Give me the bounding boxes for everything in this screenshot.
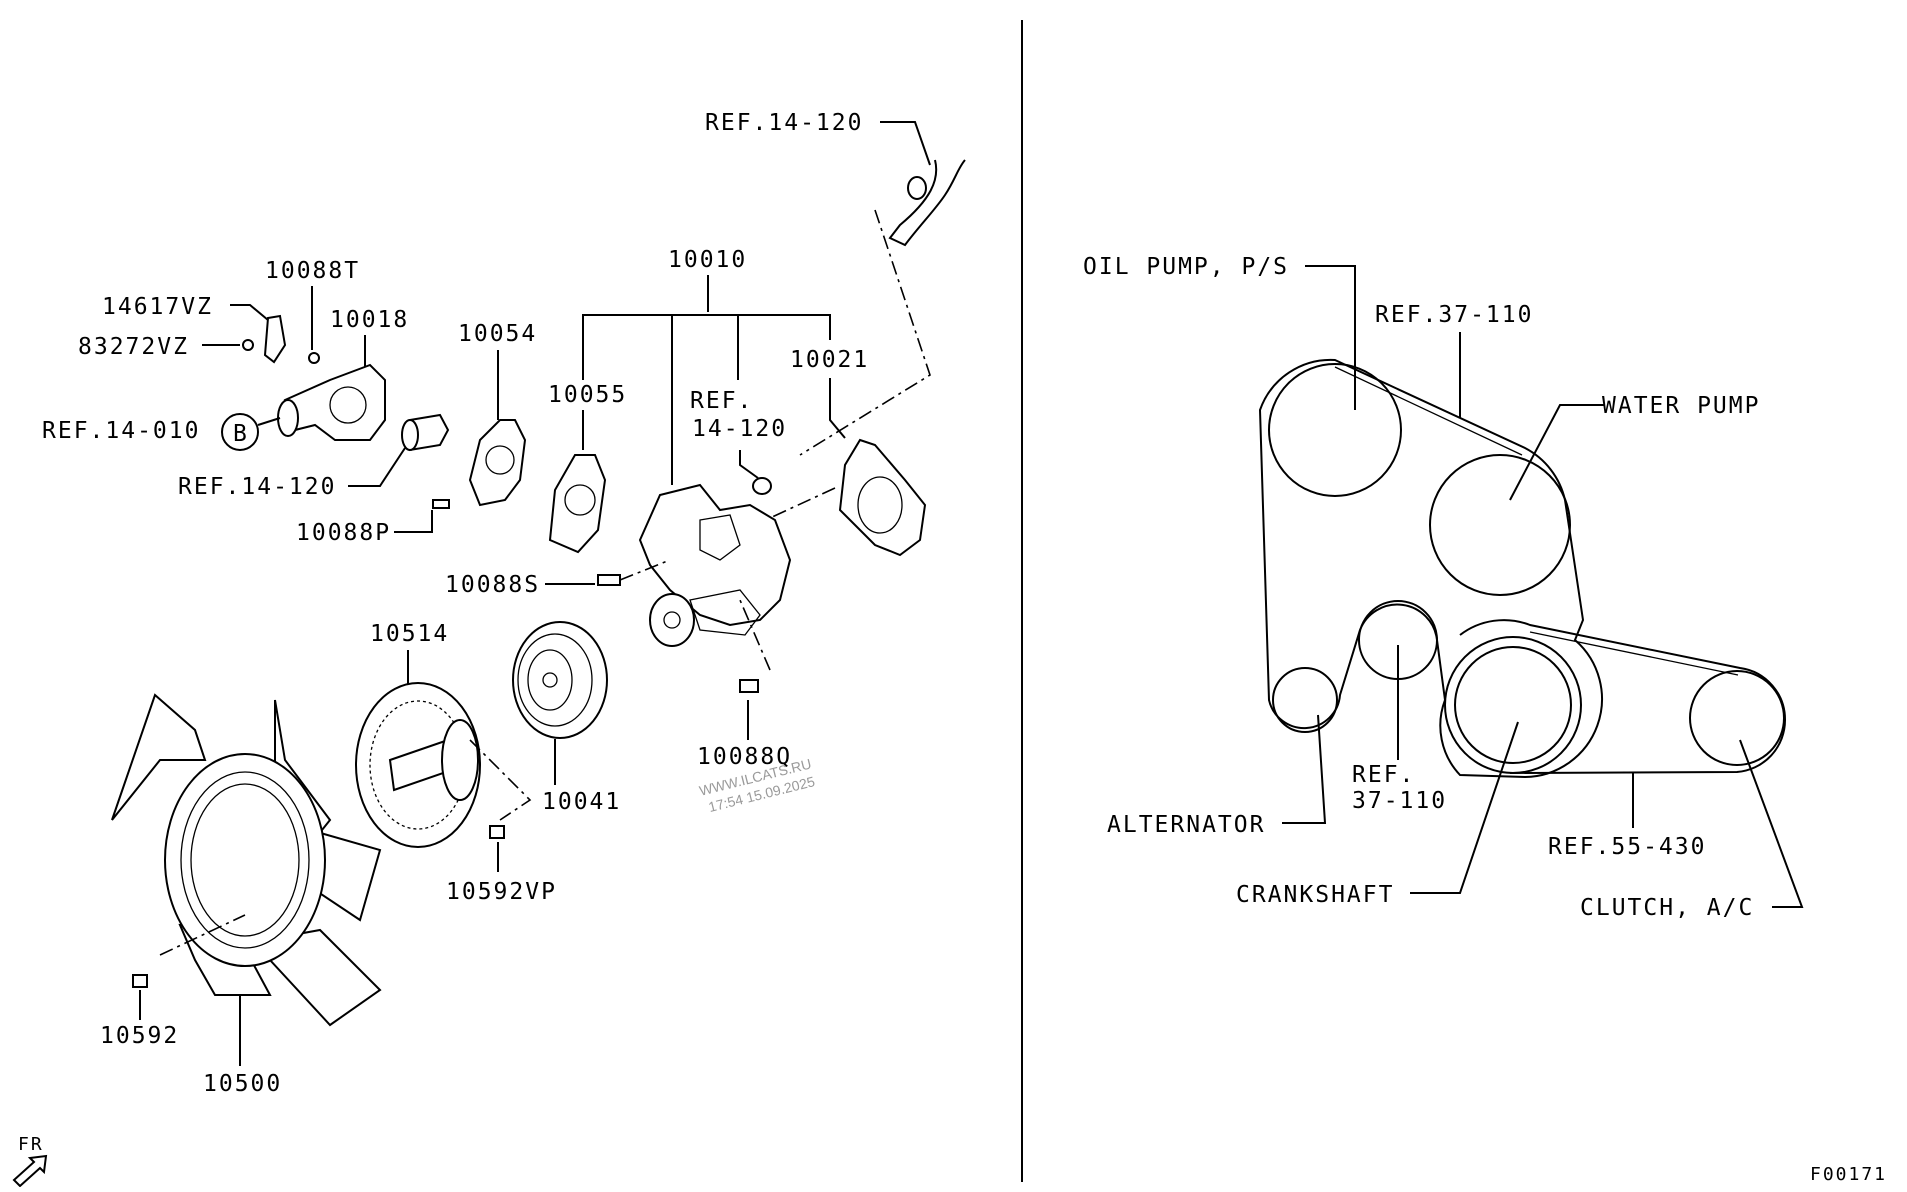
- bolt-10088p: [432, 499, 450, 509]
- sensor-14617vz: [242, 314, 320, 364]
- label-ref-a[interactable]: REF.: [690, 388, 753, 414]
- bolt-10088s: [597, 574, 621, 586]
- label-crankshaft[interactable]: CRANKSHAFT: [1236, 882, 1394, 908]
- drive-belt-ac: [1459, 619, 1787, 774]
- label-10088q[interactable]: 10088Q: [697, 744, 792, 770]
- o-ring: [752, 477, 772, 495]
- hose-part: [888, 159, 966, 247]
- label-water-pump[interactable]: WATER PUMP: [1602, 393, 1760, 419]
- gasket-10054: [468, 419, 527, 507]
- pulley-clutch-ac: [1689, 670, 1785, 766]
- fan-clutch-10514: [355, 682, 481, 848]
- label-10514[interactable]: 10514: [370, 621, 449, 647]
- label-10088p[interactable]: 10088P: [296, 520, 391, 546]
- dash-hose: [799, 209, 931, 456]
- label-ref-14-010[interactable]: REF.14-010: [42, 418, 200, 444]
- label-10088s[interactable]: 10088S: [445, 572, 540, 598]
- label-10592vp[interactable]: 10592VP: [446, 879, 557, 905]
- bracket-10010: [582, 314, 831, 380]
- label-ref-b[interactable]: 14-120: [692, 416, 787, 442]
- label-10054[interactable]: 10054: [458, 321, 537, 347]
- circle-b-marker: [221, 413, 259, 451]
- pulley-water-pump: [1429, 454, 1571, 596]
- fan-10500: [111, 693, 382, 1027]
- label-circle-b: B: [233, 421, 249, 447]
- label-10500[interactable]: 10500: [203, 1071, 282, 1097]
- label-10055[interactable]: 10055: [548, 382, 627, 408]
- pulley-crankshaft: [1444, 636, 1582, 774]
- label-clutch-ac[interactable]: CLUTCH, A/C: [1580, 895, 1754, 921]
- label-ref-14-120-top[interactable]: REF.14-120: [705, 110, 863, 136]
- pulley-10041: [512, 621, 608, 739]
- thermostat: [401, 413, 450, 452]
- pulley-alternator: [1272, 667, 1338, 733]
- water-pump-assembly: [638, 483, 792, 647]
- bolt-10592vp: [489, 825, 505, 839]
- label-10021[interactable]: 10021: [790, 347, 869, 373]
- label-fr: FR: [18, 1134, 44, 1155]
- label-ref-37-110-top[interactable]: REF.37-110: [1375, 302, 1533, 328]
- label-10088t[interactable]: 10088T: [265, 258, 360, 284]
- label-83272vz[interactable]: 83272VZ: [78, 334, 189, 360]
- left-panel: REF.14-120 10010 10088T 14617VZ 83272VZ …: [12, 110, 966, 1188]
- gasket-10055: [548, 454, 607, 554]
- figure-code: F00171: [1810, 1164, 1887, 1185]
- leader-ref-14-120-top: [880, 121, 931, 166]
- label-ref-37-110-a[interactable]: REF.: [1352, 762, 1415, 788]
- label-alternator[interactable]: ALTERNATOR: [1107, 812, 1265, 838]
- label-oil-pump[interactable]: OIL PUMP, P/S: [1083, 254, 1289, 280]
- label-10018[interactable]: 10018: [330, 307, 409, 333]
- right-panel: OIL PUMP, P/S REF.37-110 WATER PUMP REF.…: [1083, 254, 1887, 1185]
- label-ref-37-110-b[interactable]: 37-110: [1352, 788, 1447, 814]
- bolt-10592: [132, 974, 148, 988]
- bolt-10088q: [739, 679, 759, 693]
- label-10041[interactable]: 10041: [542, 789, 621, 815]
- label-14617vz[interactable]: 14617VZ: [102, 294, 213, 320]
- fr-arrow-icon: [12, 1154, 48, 1188]
- label-10592[interactable]: 10592: [100, 1023, 179, 1049]
- drive-belt-ps: [1258, 358, 1603, 779]
- label-ref-55-430[interactable]: REF.55-430: [1548, 834, 1706, 860]
- label-10010[interactable]: 10010: [668, 247, 747, 273]
- pulley-oil-pump: [1268, 363, 1402, 497]
- gasket-10021: [838, 438, 927, 557]
- thermostat-housing-10018: [277, 363, 386, 441]
- label-ref-14-120-mid[interactable]: REF.14-120: [178, 474, 336, 500]
